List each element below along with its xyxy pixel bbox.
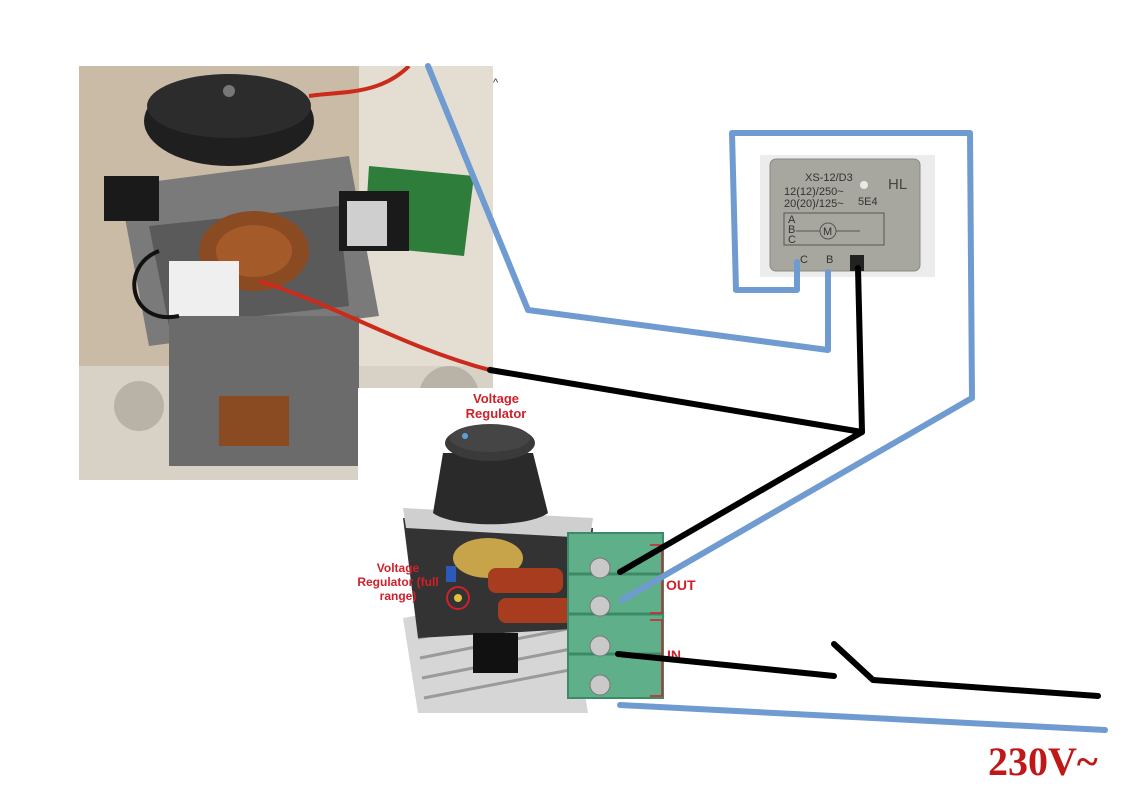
black-wire-in-to-switch <box>615 651 837 679</box>
relay-code-text: 5E4 <box>858 196 878 208</box>
caret-mark: ^ <box>493 77 499 89</box>
relay-brand-text: HL <box>888 176 907 193</box>
relay-schematic <box>783 212 885 246</box>
blue-wire-supply <box>617 702 1108 733</box>
regulator-illustration <box>403 424 664 713</box>
relay-led <box>860 181 868 189</box>
motor-illustration <box>79 66 493 480</box>
relay-photo: XS-12/D3 12(12)/250~ 20(20)/125~ HL 5E4 … <box>760 155 935 277</box>
voltage-regulator-full-range-label: Voltage Regulator (full range) <box>357 561 439 603</box>
relay-rating1-text: 12(12)/250~ <box>784 186 844 198</box>
relay-bottom-pin-c: C <box>800 254 808 266</box>
black-wire-junction-to-out <box>617 429 865 575</box>
out-label: OUT <box>666 577 696 593</box>
motor-photo <box>79 66 493 480</box>
relay-pin-c: C <box>788 234 796 246</box>
black-wire-relay-to-junction <box>855 265 865 435</box>
blue-wire-motor-to-relay <box>425 63 831 353</box>
blue-wire-relay-loop <box>619 130 975 603</box>
relay-illustration: XS-12/D3 12(12)/250~ 20(20)/125~ HL 5E4 … <box>760 155 935 277</box>
supply-voltage-label: 230V~ <box>988 739 1098 784</box>
voltage-regulator-label: Voltage Regulator <box>465 391 527 421</box>
relay-pin-b: B <box>788 224 795 236</box>
relay-motor-letter: M <box>823 226 832 238</box>
relay-bottom-pin-b: B <box>826 254 833 266</box>
relay-model-text: XS-12/D3 <box>805 172 853 184</box>
black-wire-motor-to-junction <box>487 367 865 435</box>
regulator-photo <box>358 388 678 718</box>
relay-pin-a: A <box>788 214 796 226</box>
switch-lever <box>831 641 1101 699</box>
relay-rating2-text: 20(20)/125~ <box>784 198 844 210</box>
terminal-block <box>567 532 664 699</box>
